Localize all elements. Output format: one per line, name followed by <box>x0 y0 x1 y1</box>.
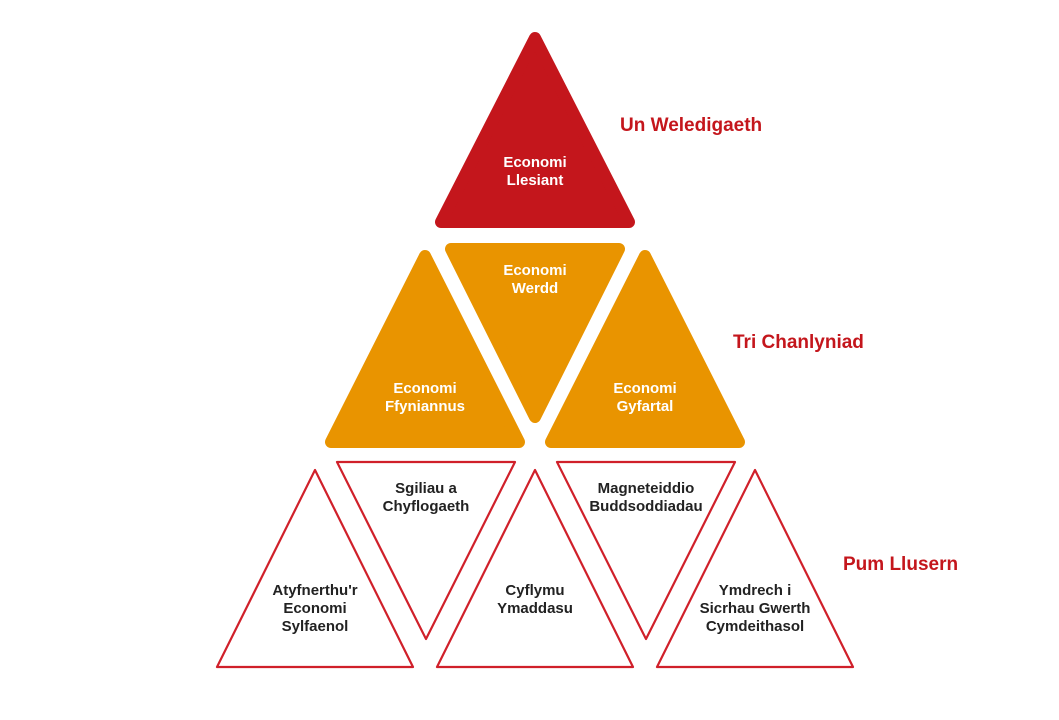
label-line: Atyfnerthu'r <box>272 582 358 599</box>
vision-label: Economi Llesiant <box>435 154 635 190</box>
label-line: Ymaddasu <box>497 600 573 617</box>
mission-label-1: Atyfnerthu'r Economi Sylfaenol <box>215 582 415 636</box>
mission-triangle-3 <box>435 468 635 669</box>
mission-triangle-2 <box>335 460 517 641</box>
label-line: Ymdrech i <box>718 582 792 599</box>
mission-label-4: Magneteiddio Buddsoddiadau <box>546 480 746 516</box>
label-line: Economi <box>503 154 567 171</box>
label-line: Werdd <box>511 280 559 297</box>
tier-label-missions: Pum Llusern <box>843 554 959 575</box>
label-line: Sylfaenol <box>281 618 349 635</box>
label-line: Buddsoddiadau <box>589 498 703 515</box>
label-line: Llesiant <box>506 172 564 189</box>
tier-label-vision: Un Weledigaeth <box>620 115 763 136</box>
label-line: Sgiliau a <box>395 480 457 497</box>
outcome-triangle-equal <box>545 250 745 448</box>
label-line: Economi <box>503 262 567 279</box>
outcome-triangle-green <box>445 243 625 423</box>
label-line: Chyflogaeth <box>382 498 470 515</box>
label-line: Economi <box>283 600 347 617</box>
mission-triangle-1 <box>215 468 415 669</box>
vision-triangle <box>435 32 635 228</box>
mission-triangle-5 <box>655 468 855 669</box>
label-line: Economi <box>393 380 457 397</box>
label-line: Gyfartal <box>616 398 674 415</box>
label-line: Economi <box>613 380 677 397</box>
mission-triangle-4 <box>555 460 737 641</box>
label-line: Sicrhau Gwerth <box>699 600 811 617</box>
label-line: Cyflymu <box>505 582 565 599</box>
tier-label-outcomes: Tri Chanlyniad <box>733 332 864 353</box>
mission-label-3: Cyflymu Ymaddasu <box>435 582 635 618</box>
outcome-label-green: Economi Werdd <box>435 262 635 298</box>
outcome-label-equal: Economi Gyfartal <box>545 380 745 416</box>
mission-label-2: Sgiliau a Chyflogaeth <box>326 480 526 516</box>
label-line: Cymdeithasol <box>705 618 805 635</box>
mission-label-5: Ymdrech i Sicrhau Gwerth Cymdeithasol <box>655 582 855 636</box>
outcome-triangle-prosperous <box>325 250 525 448</box>
label-line: Ffyniannus <box>384 398 465 415</box>
label-line: Magneteiddio <box>597 480 695 497</box>
outcome-label-prosperous: Economi Ffyniannus <box>325 380 525 416</box>
